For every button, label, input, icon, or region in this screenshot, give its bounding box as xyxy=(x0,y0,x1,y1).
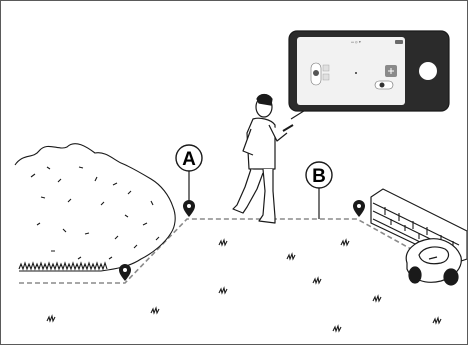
phone-mockup: ••• ◎ ▼ xyxy=(288,30,450,112)
location-pin-icon xyxy=(119,264,131,281)
marker-b-label: B xyxy=(312,166,326,187)
marker-a-label: A xyxy=(182,149,196,170)
robotic-mower-icon xyxy=(405,238,462,286)
person-with-phone-icon xyxy=(232,93,294,224)
home-button-icon[interactable] xyxy=(419,62,437,80)
location-pin-icon xyxy=(353,200,365,217)
bush-icon xyxy=(14,143,176,272)
phone-status-text: ••• ◎ ▼ xyxy=(351,40,361,44)
location-pin-icon xyxy=(183,200,195,217)
grass-tuft-icon xyxy=(46,238,442,333)
marker-b: B xyxy=(305,161,333,219)
marker-a: A xyxy=(175,144,203,207)
boundary-wire xyxy=(19,218,412,284)
